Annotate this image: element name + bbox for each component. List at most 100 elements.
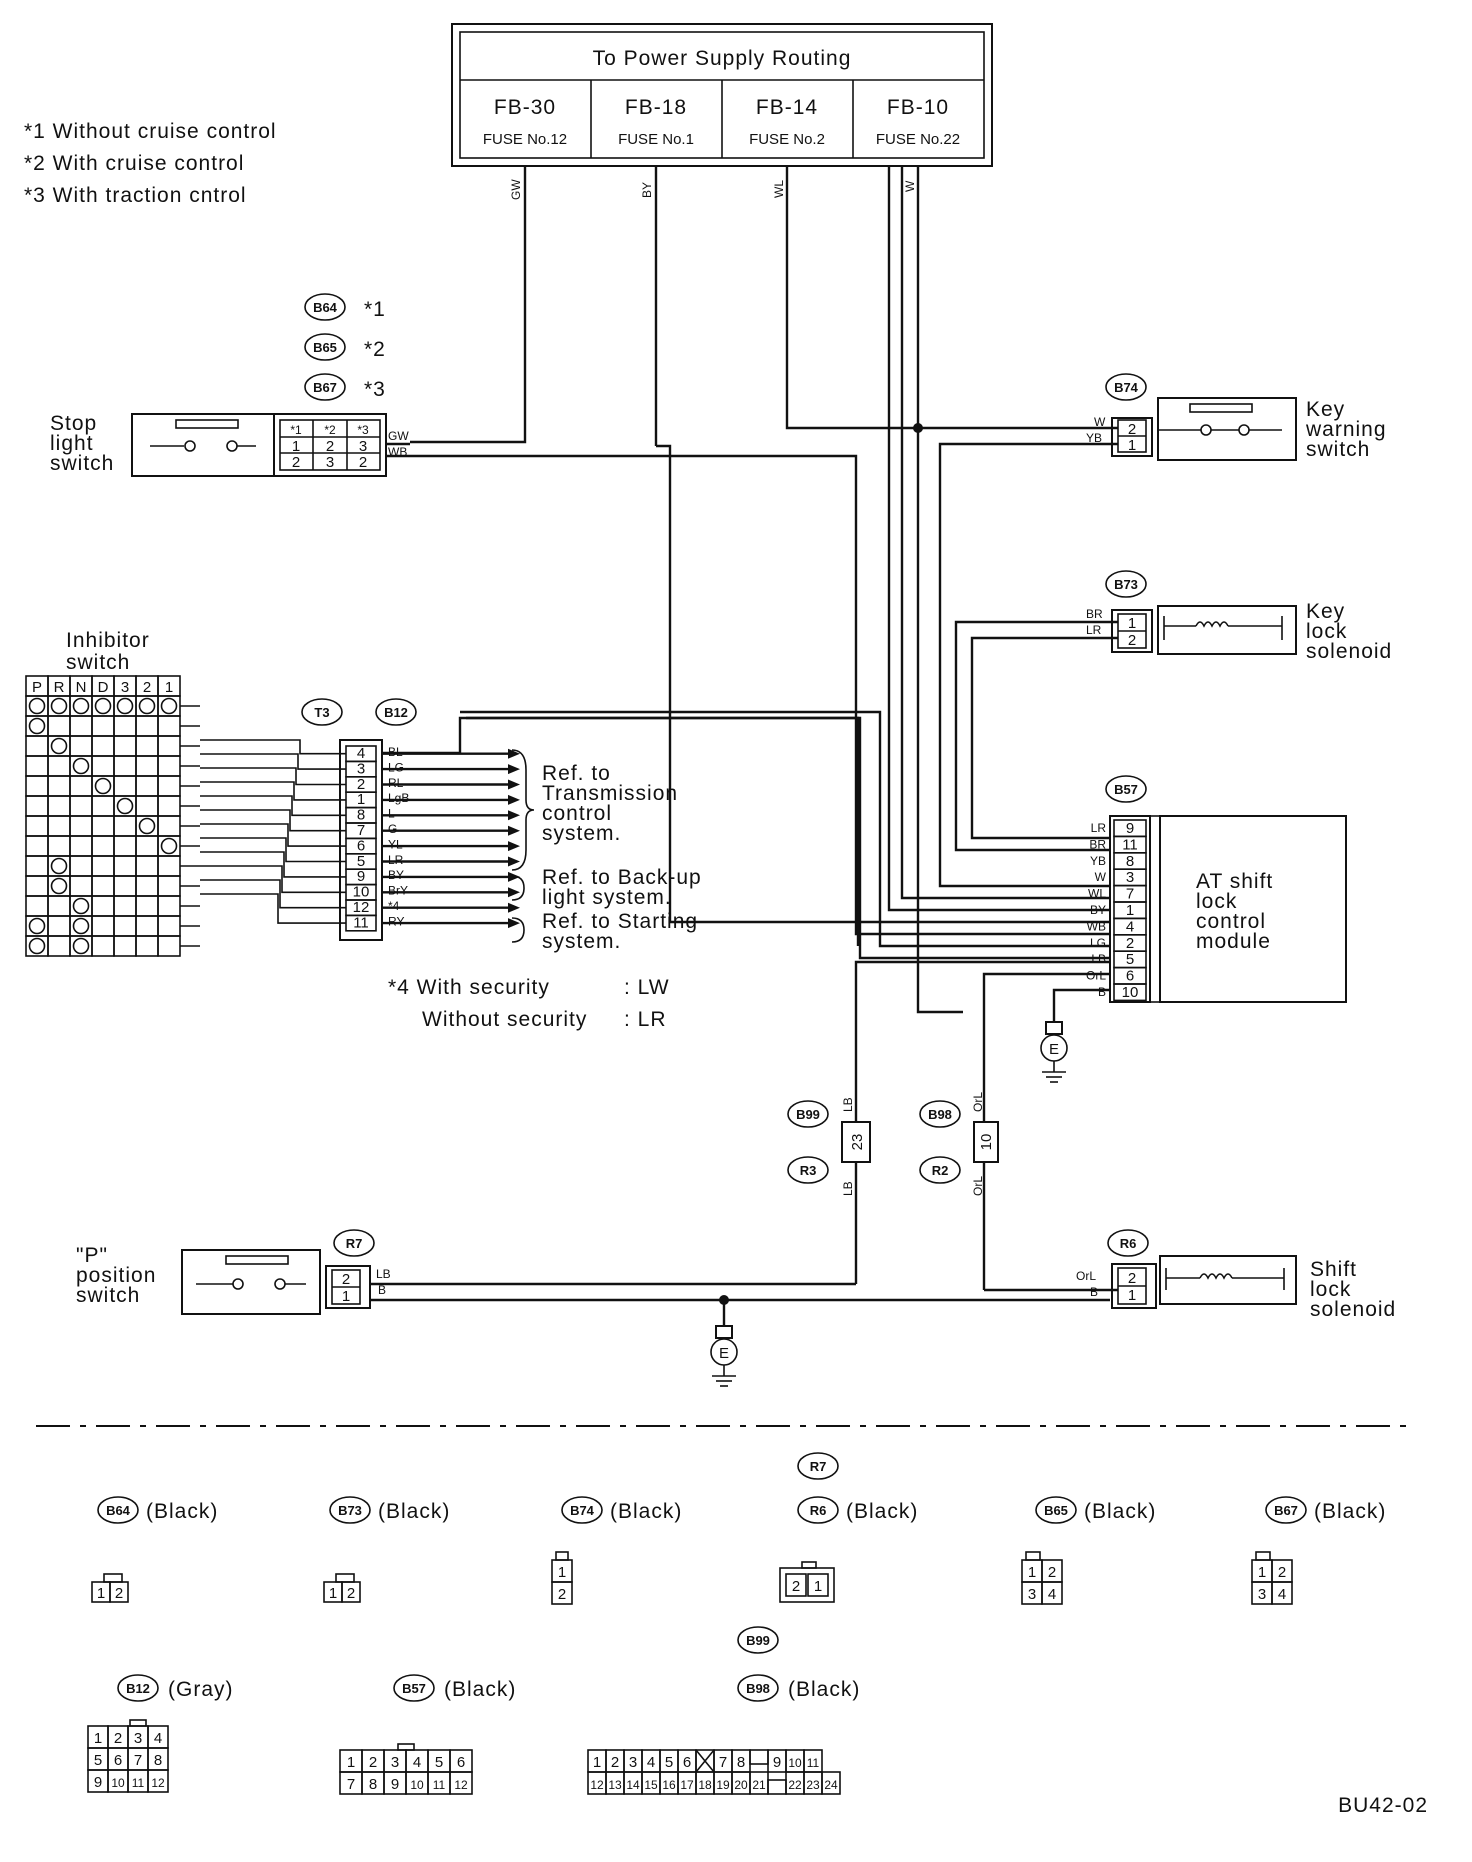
- sl-label-3: solenoid: [1310, 1298, 1396, 1321]
- legend-pin: 1: [1028, 1564, 1036, 1581]
- wire-label-wl: WL: [772, 180, 786, 198]
- legend-pin: 3: [134, 1730, 142, 1747]
- b98-wire-bottom: OrL: [971, 1176, 985, 1196]
- option-notes: *1 Without cruise control *2 With cruise…: [24, 120, 277, 207]
- fuse-block-fb30: FB-30: [494, 96, 556, 119]
- p-wire-b: B: [378, 1283, 386, 1297]
- legend-pin: 4: [154, 1730, 162, 1747]
- note-1: *1 Without cruise control: [24, 120, 277, 143]
- b99-wire-bottom: LB: [841, 1181, 855, 1196]
- b12-pin-3: 3: [357, 760, 365, 777]
- power-supply-block: To Power Supply Routing FB-30 FUSE No.12…: [451, 23, 993, 200]
- stop-light-label-2: light: [50, 432, 94, 455]
- kl-pin-1: 1: [1128, 615, 1136, 632]
- b12-wire-12: RY: [388, 914, 404, 928]
- at-wire-lr: LR: [1091, 821, 1107, 835]
- at-pin-5: 5: [1126, 951, 1134, 968]
- kl-label-3: solenoid: [1306, 640, 1392, 663]
- legend-color-b65: (Black): [1084, 1500, 1156, 1523]
- security-note-3: Without security: [422, 1008, 587, 1031]
- at-pin-8: 8: [1126, 853, 1134, 870]
- at-pin-2: 2: [1126, 935, 1134, 952]
- ref-tcs-4: system.: [542, 822, 621, 845]
- legend-pin: 10: [111, 1776, 125, 1790]
- legend-pin: 1: [814, 1578, 822, 1595]
- b12-wire-8: LR: [388, 853, 404, 867]
- conn-b67: B67: [313, 380, 337, 395]
- legend-pin: 1: [347, 1754, 355, 1771]
- b12-pin-2: 2: [357, 776, 365, 793]
- fuse-number-2: FUSE No.2: [749, 131, 825, 148]
- inhibitor-pos-3: 3: [121, 679, 129, 696]
- conn-b64-note: *1: [364, 298, 386, 321]
- legend-color-b98: (Black): [788, 1678, 860, 1701]
- b12-wire-3: RL: [388, 776, 404, 790]
- legend-pin: 7: [347, 1776, 355, 1793]
- fuse-block-fb10: FB-10: [887, 96, 949, 119]
- b98-wire-top: OrL: [971, 1092, 985, 1112]
- legend-pin: 8: [154, 1752, 162, 1769]
- b12-wire-11: *4: [388, 899, 400, 913]
- fuse-block-fb14: FB-14: [756, 96, 818, 119]
- stop-r2-2: 3: [326, 454, 334, 471]
- conn-b73: B73: [1114, 577, 1138, 592]
- power-title: To Power Supply Routing: [593, 47, 852, 70]
- wire-label-by: BY: [640, 182, 654, 198]
- legend-color-b74: (Black): [610, 1500, 682, 1523]
- security-note-2: : LW: [624, 976, 670, 999]
- legend-conn-b12: B12: [126, 1681, 150, 1696]
- conn-r3: R3: [800, 1163, 817, 1178]
- inhibitor-pos-d: D: [98, 679, 109, 696]
- legend-pin: 23: [806, 1778, 820, 1792]
- legend-pin: 7: [719, 1754, 727, 1771]
- stop-wire-gw: GW: [388, 429, 409, 443]
- sl-label-2: lock: [1310, 1278, 1351, 1301]
- legend-pin: 2: [558, 1586, 566, 1603]
- stop-light-label-3: switch: [50, 452, 114, 475]
- kw-wire-w: W: [1094, 415, 1106, 429]
- legend-conn-r7: R7: [810, 1459, 827, 1474]
- legend-pin: 12: [590, 1778, 604, 1792]
- legend-pin: 16: [662, 1778, 676, 1792]
- legend-pin: 1: [94, 1730, 102, 1747]
- b12-wire-7: YL: [388, 837, 403, 851]
- legend-conn-b98: B98: [746, 1681, 770, 1696]
- conn-b64: B64: [313, 300, 338, 315]
- kw-wire-yb: YB: [1086, 431, 1102, 445]
- legend-conn-r6: R6: [810, 1503, 827, 1518]
- inhibitor-label-2: switch: [66, 651, 130, 674]
- security-note-4: : LR: [624, 1008, 667, 1031]
- legend-pin: 3: [1258, 1586, 1266, 1603]
- kl-wire-lr: LR: [1086, 623, 1102, 637]
- legend-conn-b74: B74: [570, 1503, 595, 1518]
- note-2: *2 With cruise control: [24, 152, 244, 175]
- kw-pin-2: 2: [1128, 421, 1136, 438]
- security-note-1: *4 With security: [388, 976, 550, 999]
- conn-r7: R7: [346, 1236, 363, 1251]
- legend-pin: 10: [410, 1778, 424, 1792]
- at-pin-1: 1: [1126, 902, 1134, 919]
- p-ground-label: E: [719, 1345, 729, 1362]
- fuse-block-fb18: FB-18: [625, 96, 687, 119]
- legend-pin: 9: [391, 1776, 399, 1793]
- legend-pin: 2: [611, 1754, 619, 1771]
- legend-pin: 17: [680, 1778, 694, 1792]
- legend-pin: 22: [788, 1778, 802, 1792]
- sl-pin-1: 1: [1128, 1287, 1136, 1304]
- b12-wire-4: LgB: [388, 791, 409, 805]
- at-pin-10: 10: [1122, 984, 1139, 1001]
- at-wire-w: W: [1095, 870, 1107, 884]
- legend-pin: 20: [734, 1778, 748, 1792]
- legend-pin: 10: [788, 1756, 802, 1770]
- b12-pin-11: 11: [353, 914, 369, 931]
- sl-pin-2: 2: [1128, 1270, 1136, 1287]
- key-warning-switch: B74 2 1 W YB Key warning switch: [913, 373, 1386, 888]
- legend-pin: 1: [558, 1564, 566, 1581]
- legend-pin: 5: [435, 1754, 443, 1771]
- at-pin-6: 6: [1126, 968, 1134, 985]
- stop-light-switch: Stop light switch *1 *2 *3 1 2 3 2 3 2 G…: [50, 412, 1110, 936]
- figure-id: BU42-02: [1338, 1794, 1428, 1817]
- stop-r2-3: 2: [359, 454, 367, 471]
